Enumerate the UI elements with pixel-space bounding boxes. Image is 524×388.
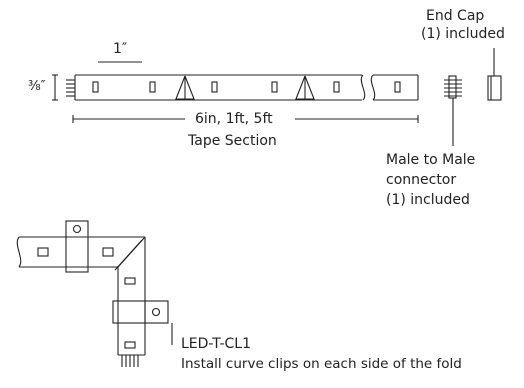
led-chip (271, 81, 278, 93)
led-chip (394, 81, 401, 93)
led-chip (211, 81, 218, 93)
end-cap-title: End Cap (426, 8, 485, 24)
led-chip (149, 81, 156, 93)
connector-label-line2: connector (386, 172, 457, 188)
end-cap-icon (487, 48, 502, 101)
inch-label: 1″ (113, 41, 128, 57)
led-chip (92, 81, 99, 93)
led-chip (124, 277, 136, 285)
end-cap-included: (1) included (421, 26, 505, 42)
clip-instruction: Install curve clips on each side of the … (181, 356, 462, 372)
male-connector-icon (444, 75, 462, 146)
tape-section-label: Tape Section (188, 133, 277, 149)
led-chip (102, 247, 114, 257)
led-chip (124, 341, 136, 349)
connector-included: (1) included (386, 192, 470, 208)
curve-clip-icon (112, 300, 169, 324)
clip-part-number: LED-T-CL1 (181, 336, 251, 352)
width-dimension-bracket (52, 74, 58, 101)
cut-mark-icon (295, 75, 315, 100)
led-chip (37, 247, 49, 257)
folded-tape-pins (121, 355, 139, 367)
cut-mark-icon (175, 75, 195, 100)
length-dimension-line (72, 115, 419, 123)
tape-strip (74, 74, 419, 101)
connector-label-line1: Male to Male (386, 152, 476, 168)
tape-end-pins (66, 79, 75, 97)
folded-tape-horizontal (16, 236, 146, 271)
lengths-label: 6in, 1ft, 5ft (195, 111, 273, 127)
led-chip (333, 81, 340, 93)
width-label: ⅜″ (28, 79, 46, 94)
folded-tape-vertical (117, 237, 146, 356)
curve-clip-icon (65, 220, 89, 273)
